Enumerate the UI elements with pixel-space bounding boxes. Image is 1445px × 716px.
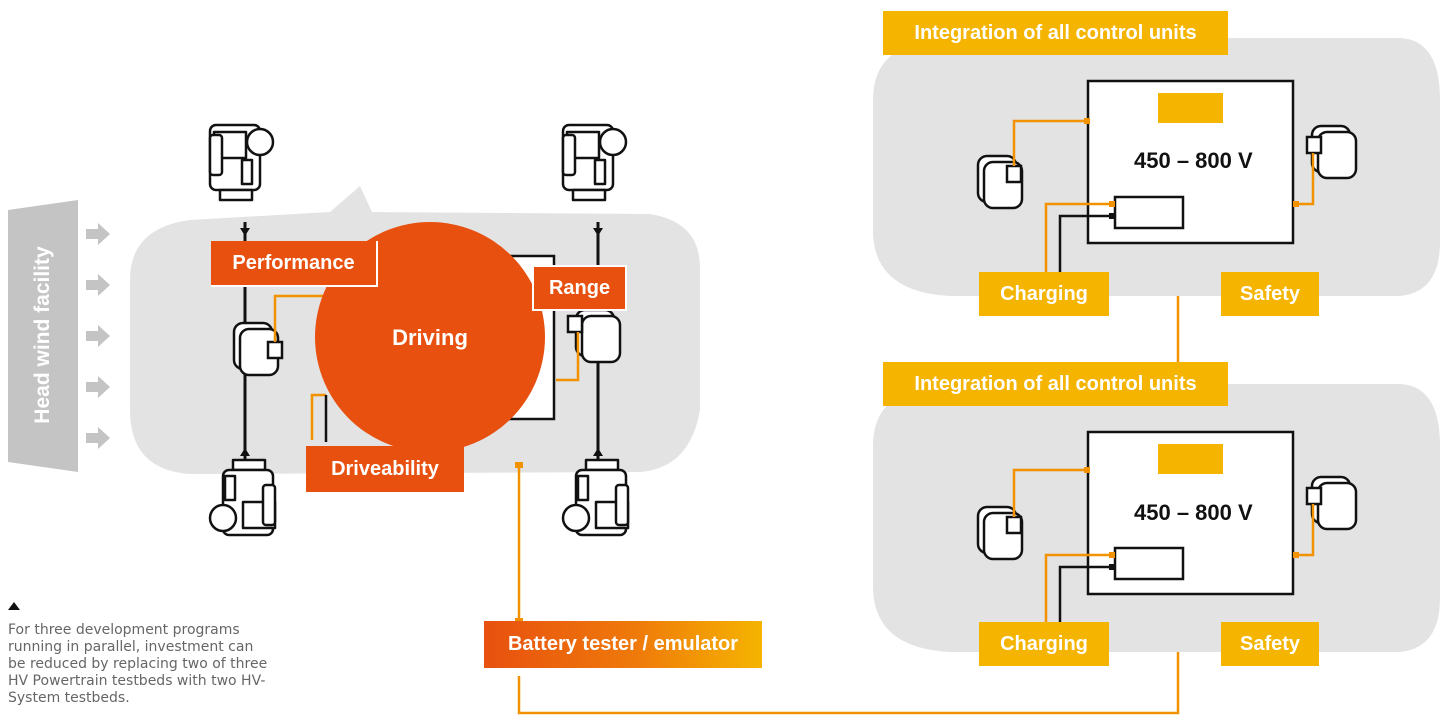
- charging-label-2: Charging: [979, 622, 1109, 666]
- voltage-label-2: 450 – 800 V: [1134, 500, 1253, 525]
- safety-label-2: Safety: [1221, 622, 1319, 666]
- performance-label: Performance: [211, 241, 378, 287]
- safety-label-1: Safety: [1221, 272, 1319, 316]
- system-header-2: Integration of all control units: [883, 362, 1228, 406]
- driveability-label: Driveability: [306, 446, 464, 492]
- caption-text: For three development programs running i…: [8, 622, 268, 706]
- caption-marker-icon: [8, 602, 20, 610]
- head-wind-facility-block: [8, 200, 78, 472]
- system-battery-2: [1113, 546, 1185, 581]
- wind-arrows: [86, 223, 110, 449]
- system-chip-2: [1158, 444, 1223, 474]
- voltage-label-1: 450 – 800 V: [1134, 148, 1253, 173]
- head-wind-facility-label: Head wind facility: [31, 246, 54, 424]
- system-header-1: Integration of all control units: [883, 11, 1228, 55]
- system-chip-1: [1158, 93, 1223, 123]
- motor-front-right-icon: [561, 123, 628, 202]
- system-battery-1: [1113, 195, 1185, 230]
- motor-front-left-icon: [208, 123, 275, 202]
- driving-label: Driving: [392, 325, 468, 350]
- charging-label-1: Charging: [979, 272, 1109, 316]
- range-label: Range: [532, 265, 627, 311]
- battery-tester-label: Battery tester / emulator: [484, 621, 762, 668]
